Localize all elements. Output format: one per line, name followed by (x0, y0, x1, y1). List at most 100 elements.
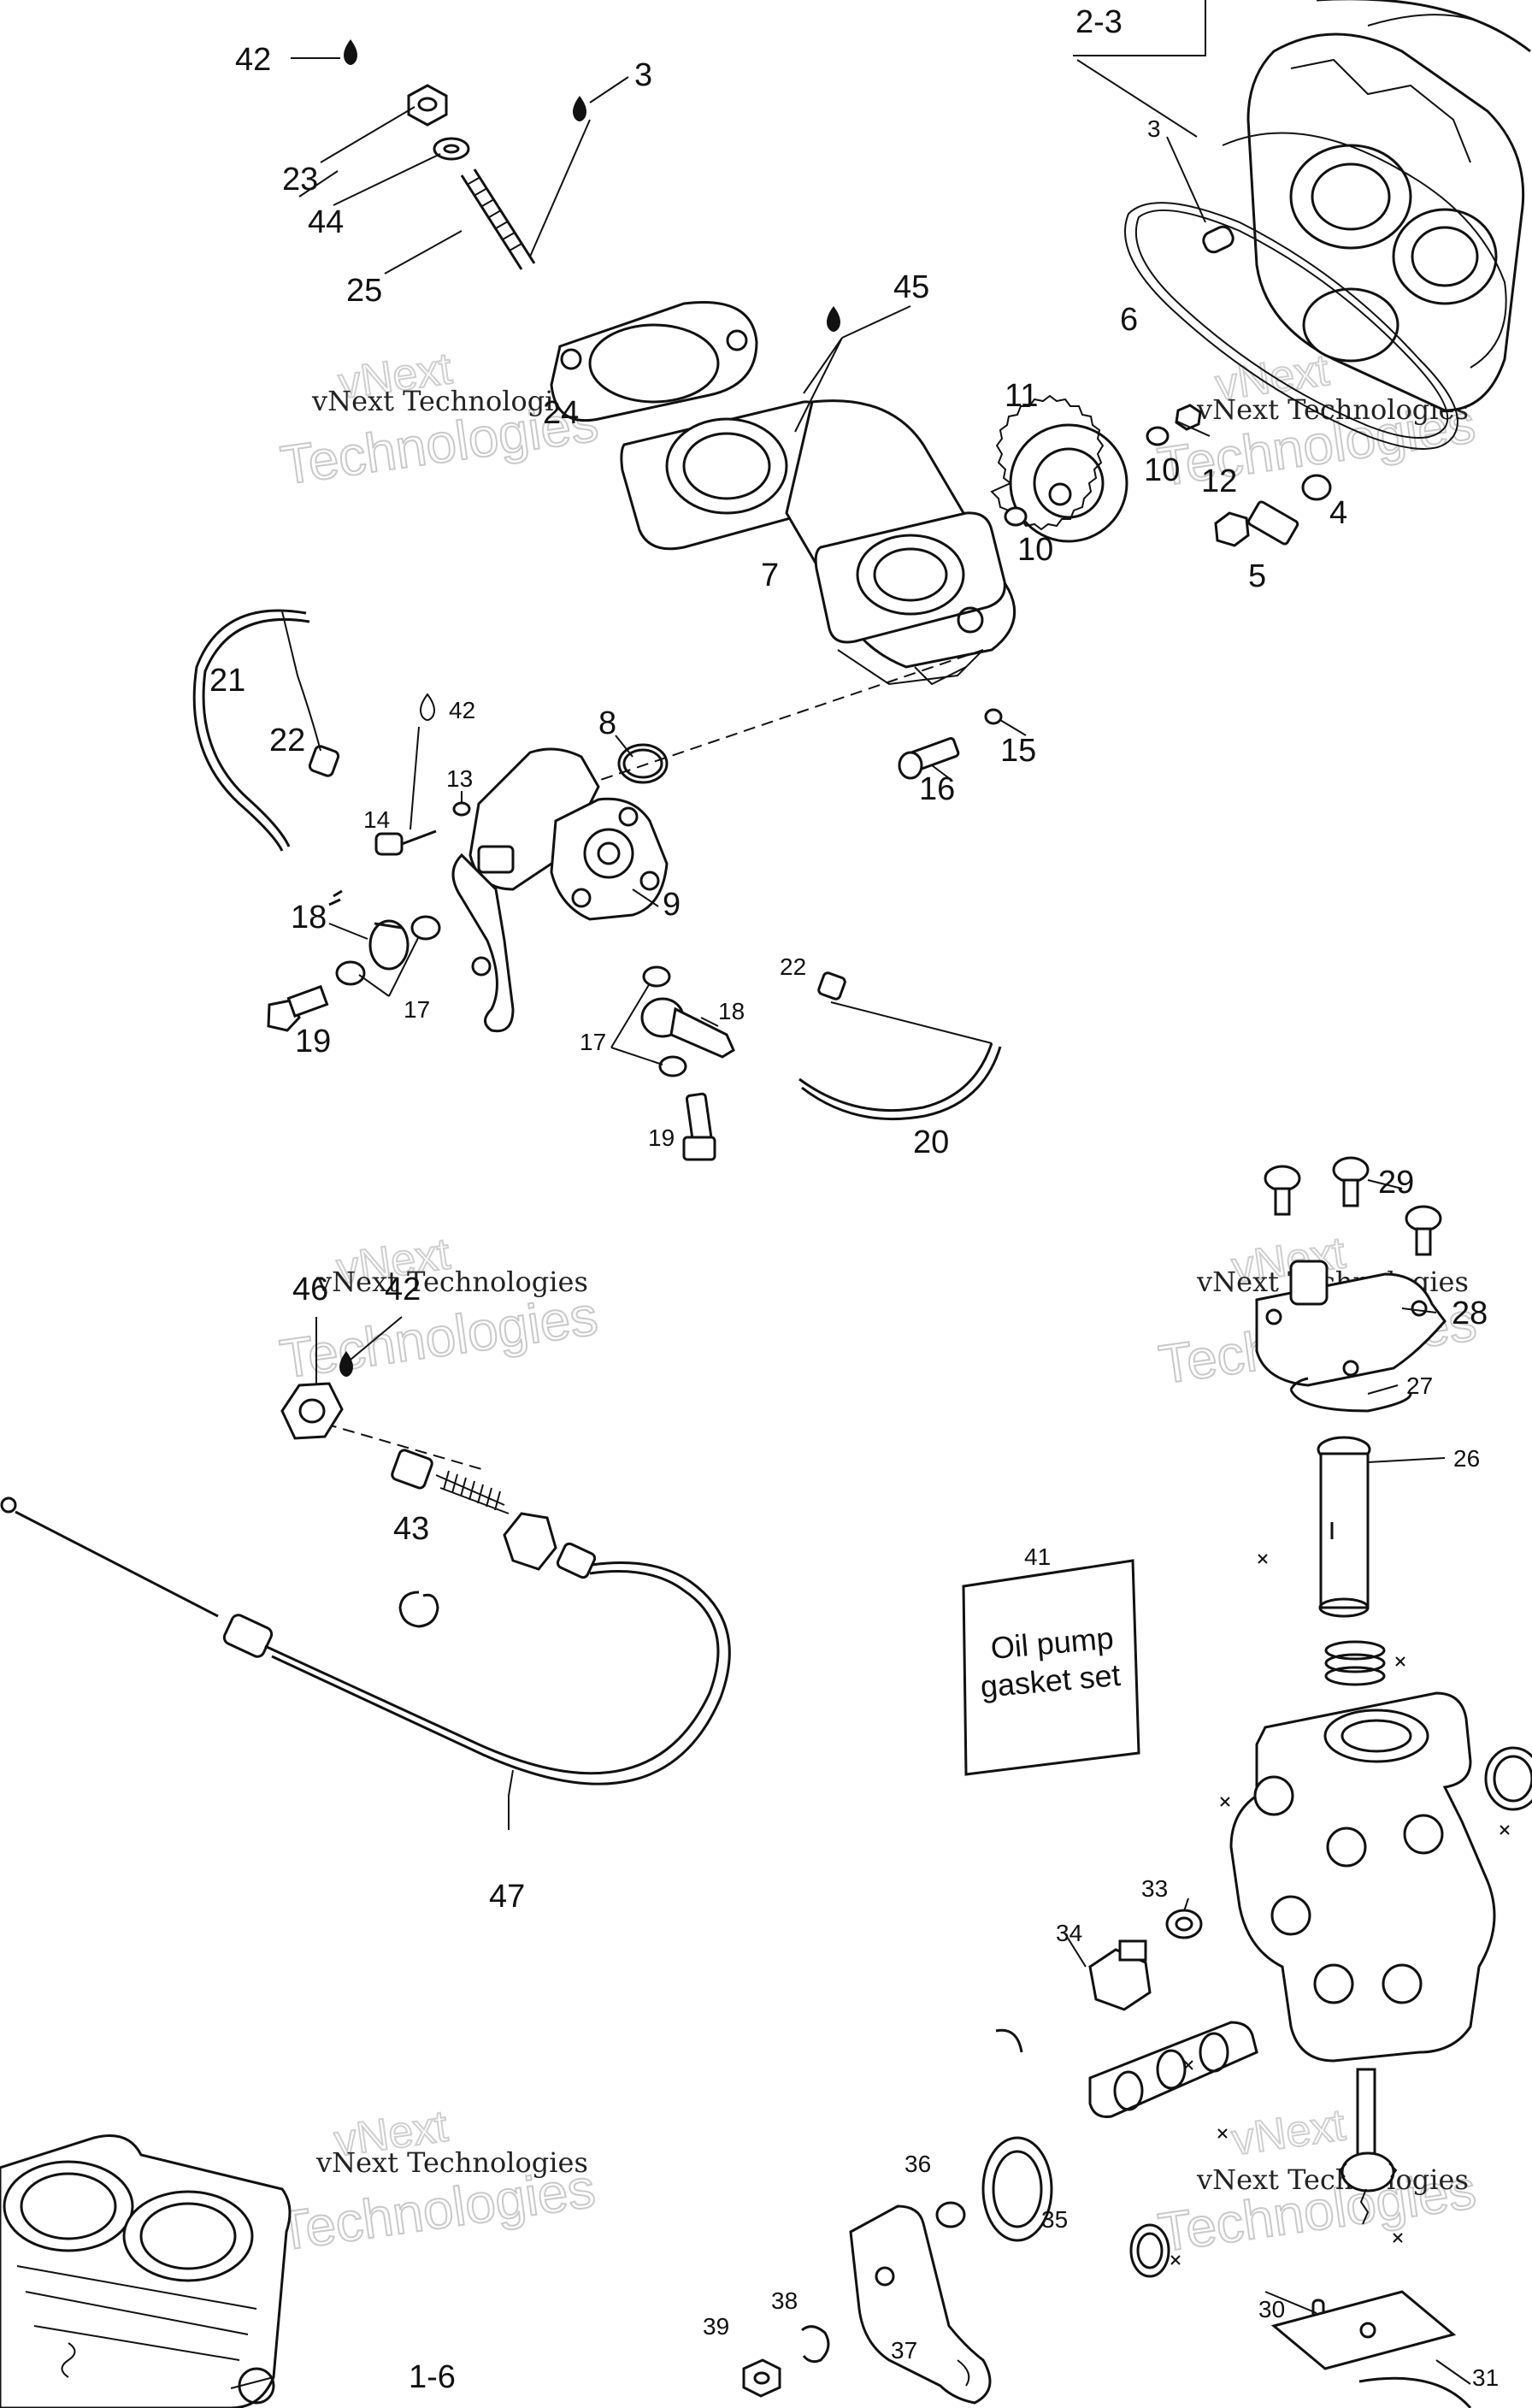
washer-36 (935, 2201, 966, 2228)
label-28: 28 (1452, 1295, 1488, 1331)
label-18: 18 (291, 900, 327, 935)
label-10a: 10 (1144, 452, 1180, 488)
label-3b: 3 (1147, 115, 1161, 142)
label-25: 25 (346, 273, 382, 309)
oil-hose-21 (192, 609, 307, 852)
label-42b: 42 (449, 697, 475, 723)
nut-23 (407, 84, 448, 127)
label-35: 35 (1041, 2206, 1068, 2233)
label-16: 16 (919, 771, 955, 807)
bolt-19a (267, 984, 329, 1032)
lever-37 (849, 2204, 992, 2405)
intake-manifold-7 (620, 399, 1016, 686)
shaft-gear (1088, 2021, 1258, 2118)
washer-33 (1165, 1909, 1203, 1939)
nut-39 (742, 2358, 781, 2398)
washer-4 (1301, 474, 1332, 501)
washer-17d (658, 1055, 687, 1077)
banjo-fitting-18a (328, 889, 410, 971)
cover-28 (1255, 1260, 1447, 1387)
oil-hose-20 (798, 1042, 993, 1113)
label-18b: 18 (718, 998, 745, 1024)
label-33: 33 (1141, 1875, 1168, 1902)
gasket-24-hole (560, 348, 582, 370)
bolt-5 (1214, 500, 1299, 547)
gasket-24-port (588, 323, 720, 404)
oil-drop-icon (339, 39, 840, 1377)
rotary-valve-cover-2-3 (1222, 0, 1531, 412)
label-9: 9 (663, 887, 681, 923)
label-21: 21 (209, 663, 245, 699)
bolt-16 (898, 737, 960, 780)
label-39: 39 (703, 2313, 729, 2340)
label-12: 12 (1201, 463, 1237, 499)
washer-44-hole (443, 144, 460, 154)
gasket-24-hole (726, 329, 748, 351)
screw-29 (1264, 1156, 1442, 1256)
label-37: 37 (891, 2337, 917, 2364)
label-41: 41 (1024, 1543, 1051, 1570)
washer-13 (452, 801, 471, 817)
washer-44 (433, 137, 470, 161)
label-43: 43 (393, 1511, 429, 1547)
label-7: 7 (761, 558, 779, 593)
watermark-company: vNext Technologies (315, 1266, 588, 1298)
label-36: 36 (904, 2151, 931, 2177)
gear-11 (990, 394, 1128, 543)
plug-34 (1088, 1939, 1152, 2011)
clip-38 (801, 2325, 830, 2364)
watermark-company: vNext Technologies (311, 385, 584, 417)
oil-pump-9 (451, 747, 669, 1033)
nut-46 (280, 1382, 344, 1440)
label-3: 3 (634, 57, 652, 93)
seal (1129, 2223, 1170, 2278)
label-8: 8 (598, 705, 616, 741)
assembly-axis (324, 1423, 488, 1472)
plunger-26 (1317, 1436, 1371, 1618)
gasket-27 (1289, 1377, 1412, 1413)
cable-adjuster (391, 1449, 597, 1579)
label-26: 26 (1453, 1445, 1480, 1472)
label-23: 23 (282, 162, 318, 198)
leader-lines (230, 0, 1471, 2389)
label-45: 45 (893, 269, 929, 305)
label-42: 42 (235, 42, 271, 78)
label-22: 22 (269, 723, 305, 758)
watermark-brand: vNext (1229, 2100, 1348, 2165)
o-ring-right (1484, 1746, 1532, 1811)
label-29: 29 (1378, 1165, 1414, 1201)
gasket-31 (1270, 2290, 1457, 2370)
assembly-axis (529, 649, 984, 805)
label-30: 30 (1258, 2296, 1285, 2322)
label-19: 19 (295, 1024, 331, 1059)
label-14: 14 (363, 806, 390, 833)
o-ring-6 (1124, 202, 1458, 450)
o-ring-8 (617, 743, 669, 784)
label-13: 13 (446, 765, 473, 792)
label-5: 5 (1248, 558, 1266, 594)
washer-10a (1146, 426, 1170, 446)
label-44: 44 (308, 204, 344, 240)
circlip-43 (398, 1591, 439, 1628)
pulley-35 (981, 2028, 1053, 2242)
banjo-fitting-18b (640, 997, 735, 1059)
label-27: 27 (1406, 1372, 1433, 1399)
label-17b: 17 (580, 1029, 606, 1055)
throttle-cable-47 (0, 1496, 731, 1785)
washer-17c (642, 965, 671, 988)
gasket-set-card-41: Oil pump gasket set (962, 1559, 1140, 1776)
label-34: 34 (1056, 1920, 1082, 1946)
label-47: 47 (489, 1879, 525, 1915)
label-1-6: 1-6 (409, 2359, 456, 2395)
label-46: 46 (292, 1272, 328, 1307)
label-10b: 10 (1017, 532, 1053, 568)
washer-15 (984, 708, 1003, 725)
bolt-19b (682, 1092, 716, 1161)
label-6: 6 (1120, 302, 1138, 338)
base-edge (1358, 2376, 1472, 2408)
label-22b: 22 (780, 953, 806, 980)
label-19b: 19 (648, 1124, 675, 1151)
label-15: 15 (1000, 733, 1036, 769)
x-markers (1170, 1554, 1510, 2265)
